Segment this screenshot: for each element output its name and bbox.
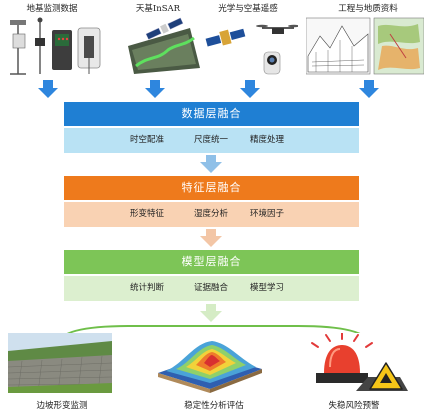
feature-layer-item-1: 形变特征 [130,209,165,219]
output-label-deformation: 边坡形变监测 [36,401,88,411]
source-label-remote: 光学与空基遥感 [218,4,278,14]
source-arrow-4 [359,80,379,98]
model-layer-item-3: 模型学习 [250,283,285,293]
data-layer-item-1: 时空配准 [130,135,165,145]
data-layer-item-2: 尺度统一 [194,135,229,145]
output-label-stability: 稳定性分析评估 [184,401,244,411]
data-layer-body: 时空配准 尺度统一 精度处理 [64,128,359,153]
model-to-output-arrow [200,304,222,322]
stability-3d-map-icon [154,333,266,393]
data-layer-title: 数据层融合 [64,102,359,126]
slope-photo-icon [8,333,112,393]
source-arrow-2 [145,80,165,98]
source-label-insar: 天基InSAR [135,4,181,14]
model-layer-item-2: 证据融合 [194,283,229,293]
ground-sensor-icon [4,16,104,76]
data-to-feature-arrow [200,155,222,173]
source-arrow-1 [38,80,58,98]
model-layer-title: 模型层融合 [64,250,359,274]
feature-layer-title: 特征层融合 [64,176,359,200]
feature-layer-item-2: 湿度分析 [194,209,229,219]
model-layer-body: 统计判断 证据融合 模型学习 [64,276,359,301]
feature-layer-item-3: 环境因子 [250,209,285,219]
satellite-insar-icon [128,17,200,74]
warning-siren-icon [300,333,410,393]
satellite-drone-icon [204,16,298,76]
feature-to-model-arrow [200,229,222,247]
data-layer-item-3: 精度处理 [250,135,285,145]
output-label-warning: 失稳风险预警 [328,401,380,411]
source-arrow-3 [240,80,260,98]
feature-layer-body: 形变特征 湿度分析 环境因子 [64,202,359,227]
geologic-map-icon [306,17,424,75]
model-layer-item-1: 统计判断 [130,283,165,293]
source-label-geology: 工程与地质资料 [338,4,398,14]
source-label-ground: 地基监测数据 [26,4,78,14]
